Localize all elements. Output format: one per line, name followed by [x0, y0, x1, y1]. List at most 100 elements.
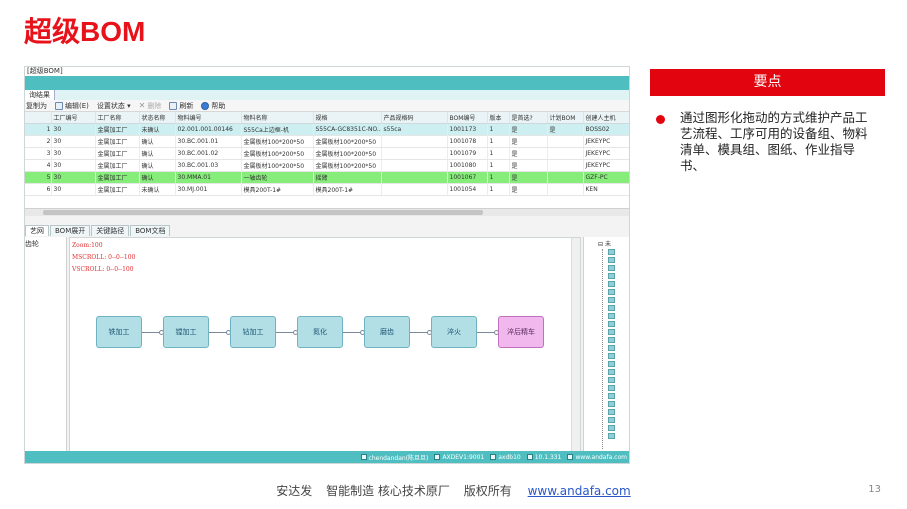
tree-leaf-icon[interactable] — [608, 337, 615, 343]
status-user: chendandan(陈旦旦) — [360, 453, 428, 462]
page-number: 13 — [868, 484, 881, 495]
tree-root-label: 未 — [604, 241, 611, 248]
column-header[interactable]: 状态名称 — [139, 112, 176, 124]
process-flow-canvas[interactable]: Zoom:100 MSCROLL: 0--0--100 VSCROLL: 0--… — [69, 237, 581, 452]
tree-leaf-icon[interactable] — [608, 393, 615, 399]
tree-leaf-icon[interactable] — [608, 281, 615, 287]
tree-leaf-icon[interactable] — [608, 305, 615, 311]
column-header[interactable]: 版本 — [487, 112, 510, 124]
app-screenshot: [超级BOM] 询结果 复制为 编辑(E) 设置状态 ▾ ✕删除 刷新 帮助 工… — [24, 66, 630, 464]
table-cell: 金属加工厂 — [95, 135, 140, 148]
tree-leaf-icon[interactable] — [608, 273, 615, 279]
globe-icon — [567, 454, 574, 460]
column-header[interactable]: 产品规格码 — [381, 112, 448, 124]
table-cell: 1001080 — [447, 159, 488, 172]
zoom-readout: Zoom:100 — [72, 242, 103, 249]
column-header[interactable]: 物料编号 — [175, 112, 242, 124]
tree-leaf-icon[interactable] — [608, 249, 615, 255]
help-icon — [201, 101, 210, 110]
table-cell: 确认 — [139, 135, 176, 148]
column-header[interactable]: 物料名称 — [241, 112, 314, 124]
table-cell: 金属加工厂 — [95, 159, 140, 172]
refresh-label: 刷新 — [179, 101, 194, 110]
tree-leaf-icon[interactable] — [608, 313, 615, 319]
flow-connector — [276, 332, 297, 333]
table-cell — [381, 183, 448, 196]
table-cell: GZF-PC — [583, 171, 629, 184]
table-cell: BOSS02 — [583, 123, 629, 136]
network-icon — [526, 454, 533, 460]
canvas-vertical-scrollbar[interactable] — [571, 238, 580, 451]
refresh-button[interactable]: 刷新 — [169, 101, 193, 111]
tree-leaf-icon[interactable] — [608, 377, 615, 383]
column-header[interactable]: 工厂编号 — [51, 112, 96, 124]
column-header[interactable]: 规格 — [313, 112, 382, 124]
tab-query-result[interactable]: 询结果 — [25, 90, 55, 100]
set-status-button[interactable]: 设置状态 ▾ — [97, 101, 131, 111]
tree-leaf-icon[interactable] — [608, 401, 615, 407]
tree-leaf-icon[interactable] — [608, 329, 615, 335]
process-node[interactable]: 磨齿 — [364, 316, 410, 348]
help-button[interactable]: 帮助 — [201, 101, 225, 111]
tree-leaf-icon[interactable] — [608, 353, 615, 359]
process-node[interactable]: 钻加工 — [230, 316, 276, 348]
column-header[interactable]: 计划BOM — [547, 112, 584, 124]
table-cell: 是 — [509, 183, 548, 196]
table-cell: 1 — [487, 123, 510, 136]
tree-leaf-icon[interactable] — [608, 321, 615, 327]
tree-leaf-icon[interactable] — [608, 289, 615, 295]
tree-root[interactable]: ⊟ 未 — [598, 241, 611, 248]
table-cell: 确认 — [139, 147, 176, 160]
tree-leaf-icon[interactable] — [608, 297, 615, 303]
delete-button[interactable]: ✕删除 — [139, 101, 162, 111]
ribbon-bar — [25, 76, 629, 90]
bottom-tab[interactable]: 艺网 — [25, 225, 49, 236]
scroll-thumb[interactable] — [43, 210, 483, 215]
table-cell: 30.BC.001.01 — [175, 135, 242, 148]
tree-leaf-icon[interactable] — [608, 257, 615, 263]
tree-leaf-icon[interactable] — [608, 417, 615, 423]
refresh-icon — [169, 101, 178, 110]
edit-button[interactable]: 编辑(E) — [55, 101, 89, 111]
tree-leaf-icon[interactable] — [608, 265, 615, 271]
process-node[interactable]: 铁加工 — [96, 316, 142, 348]
tree-leaf-icon[interactable] — [608, 369, 615, 375]
column-header[interactable]: 创建人主机 — [583, 112, 629, 124]
column-header[interactable]: 工厂名称 — [95, 112, 140, 124]
process-node[interactable]: 镗加工 — [163, 316, 209, 348]
table-cell — [381, 135, 448, 148]
column-header[interactable] — [25, 112, 52, 124]
bottom-tab[interactable]: BOM展开 — [50, 225, 91, 236]
tree-leaf-icon[interactable] — [608, 433, 615, 439]
bottom-tab[interactable]: BOM文档 — [130, 225, 171, 236]
column-header[interactable]: BOM编号 — [447, 112, 488, 124]
tree-leaf-icon[interactable] — [608, 345, 615, 351]
column-header[interactable]: 是首选? — [509, 112, 548, 124]
tree-leaf-icon[interactable] — [608, 409, 615, 415]
process-node[interactable]: 淬后精车 — [498, 316, 544, 348]
process-node[interactable]: 淬火 — [431, 316, 477, 348]
tree-leaf-icon[interactable] — [608, 385, 615, 391]
copy-button[interactable]: 复制为 — [26, 101, 47, 111]
edit-icon — [55, 101, 63, 110]
tree-leaf-icon[interactable] — [608, 425, 615, 431]
table-cell: 30 — [51, 159, 96, 172]
tree-leaf-icon[interactable] — [608, 361, 615, 367]
bottom-tab[interactable]: 关键路径 — [91, 225, 130, 236]
table-cell: 金属板材100*200*50 — [313, 159, 382, 172]
footer-url-link[interactable]: www.andafa.com — [527, 484, 631, 498]
table-cell: 1 — [25, 123, 52, 136]
user-icon — [360, 454, 367, 460]
process-node[interactable]: 氮化 — [297, 316, 343, 348]
table-cell: 未确认 — [139, 183, 176, 196]
horizontal-scrollbar[interactable] — [25, 208, 629, 216]
table-cell: 金属加工厂 — [95, 171, 140, 184]
table-cell: 摇臂 — [313, 171, 382, 184]
table-cell: 金属加工厂 — [95, 123, 140, 136]
